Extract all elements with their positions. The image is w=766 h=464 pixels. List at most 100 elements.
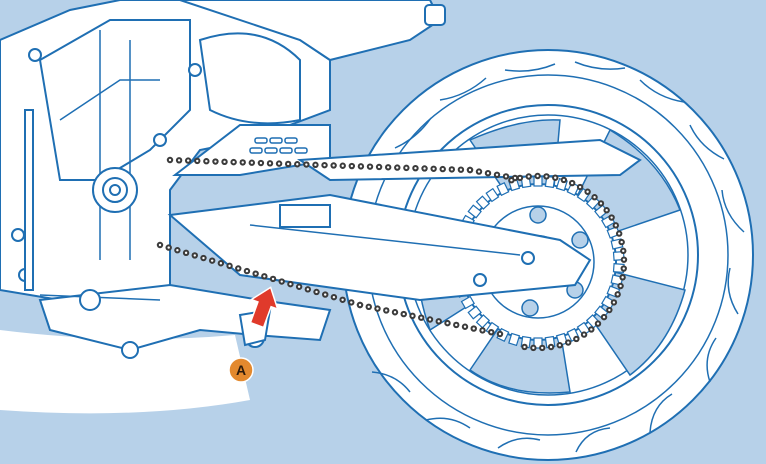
chain-link-pin (599, 202, 603, 205)
chain-link-pin (518, 176, 522, 180)
chain-link-pin (393, 311, 397, 314)
chain-link-pin (286, 162, 290, 166)
chain-link-pin (402, 312, 405, 316)
chain-link-pin (411, 314, 414, 318)
chain-link-pin (271, 277, 275, 281)
chain-link-pin (184, 251, 188, 255)
chain-link-pin (167, 246, 170, 249)
chain-link-pin (350, 301, 353, 304)
chain-link-pin (386, 166, 390, 169)
chain-link-pin (358, 303, 362, 307)
sprocket-tooth (533, 337, 543, 349)
chain-link-pin (405, 166, 408, 170)
indicator-arrow (249, 286, 279, 329)
chain-link-pin (305, 163, 308, 166)
chain-link-pin (359, 165, 363, 168)
chain-link-pin (193, 254, 196, 257)
chain-link-pin (567, 341, 570, 344)
chain-link-pin (532, 346, 535, 350)
chain-link-pin (455, 323, 458, 327)
chain-link-pin (376, 307, 379, 310)
chain-link-pin (241, 161, 244, 164)
chain-link-pin (210, 259, 214, 262)
swingarm (167, 124, 642, 302)
chain-link-pin (481, 329, 484, 332)
chain-link-pin (578, 185, 582, 189)
chain-link-pin (446, 321, 449, 325)
chain-link-pin (612, 301, 616, 304)
chain-link-pin (414, 166, 417, 170)
chain-link-pin (280, 280, 283, 283)
callout-letter: A (236, 362, 246, 378)
chain-link-pin (315, 290, 318, 294)
chain-link-pin (350, 164, 354, 168)
chain-link-pin (619, 284, 622, 288)
chain-link-pin (602, 315, 606, 319)
sprocket-tooth (496, 181, 510, 197)
chain-link-pin (450, 168, 454, 171)
chain-link-pin (495, 173, 499, 176)
sprocket-tooth (460, 295, 476, 310)
chain-link-pin (504, 175, 508, 178)
chain-link-pin (596, 322, 600, 325)
callout-badge-a: A (228, 357, 254, 383)
chain-link-pin (620, 240, 623, 244)
chain-link-pin (554, 176, 557, 179)
chain-link-pin (586, 190, 589, 193)
chain-link-pin (323, 163, 326, 167)
chain-link-pin (297, 285, 301, 288)
chain-link-pin (368, 165, 372, 168)
sprocket-tooth (485, 187, 500, 203)
chain-link-pin (296, 163, 299, 166)
chain-link-pin (541, 346, 544, 350)
chain-link-pin (341, 164, 344, 167)
chain-link-pin (593, 196, 596, 199)
chain-link-pin (245, 269, 249, 273)
chain-link-pin (332, 295, 336, 299)
chain-link-pin (367, 305, 370, 309)
chain-link-pin (196, 159, 199, 163)
chain-link-pin (228, 264, 231, 268)
sprocket-tooth (475, 195, 491, 210)
chain-link-pin (472, 327, 475, 330)
chain-link-pin (277, 162, 281, 165)
chain-link-pin (558, 344, 561, 347)
chain-link-pin (423, 167, 426, 170)
chain-link-pin (549, 345, 553, 349)
sprocket-tooth (467, 204, 482, 219)
chain-link-pin (523, 345, 526, 349)
chain-link-pin (289, 282, 292, 286)
chain-link-pin (562, 178, 566, 182)
chain-link-pin (268, 162, 272, 165)
chain-link-pin (263, 275, 266, 278)
chain-guard-slots (249, 137, 308, 154)
lower-left-white-region (0, 330, 250, 414)
sprocket-tooth (508, 332, 521, 347)
chain-link-pin (486, 172, 490, 175)
chain-link-pin (306, 288, 310, 291)
chain-link-pin (396, 166, 399, 169)
chain-link-pin (332, 164, 335, 167)
chain-link-pin (468, 168, 472, 172)
chain-link-pin (605, 209, 608, 212)
chain-link-pin (459, 168, 463, 171)
chain-link-pin (570, 181, 574, 185)
chain-link-pin (545, 175, 548, 178)
chain-link-pin (385, 309, 388, 312)
chain-link-pin (622, 258, 626, 261)
chain-link-pin (428, 318, 432, 321)
drive-chain (156, 156, 628, 352)
chain-link-pin (420, 316, 423, 319)
chain-link-pin (259, 161, 263, 165)
chain-link-pin (463, 325, 467, 328)
chain-link-pin (616, 293, 619, 296)
chain-link-pin (575, 337, 578, 341)
chain-link-pin (622, 249, 625, 253)
chain-link-pin (214, 160, 217, 163)
chain-link-pin (590, 328, 593, 331)
chain-link-pin (441, 167, 444, 171)
chain-link-pin (477, 170, 481, 173)
chain-link-pin (254, 272, 257, 275)
